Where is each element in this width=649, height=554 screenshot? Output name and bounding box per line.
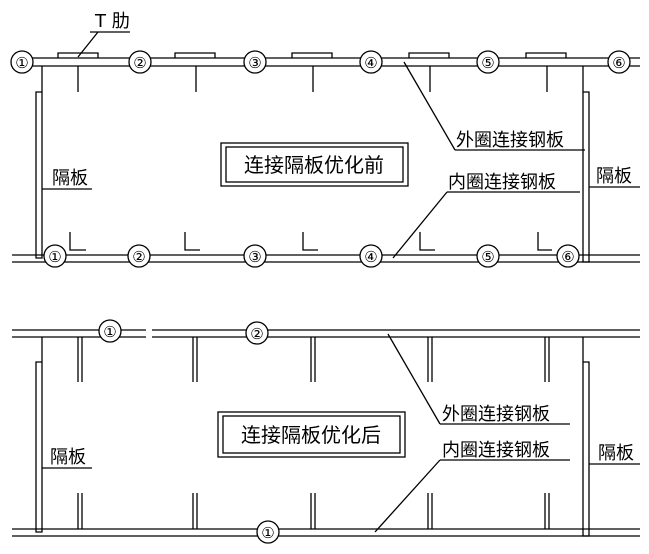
marks-top-before: ① ② ③ ④ ⑤ ⑥ [10,50,631,74]
mark-bottom-4: ④ [364,248,377,266]
t-rib-label: T 肋 [94,11,130,32]
left-diaphragm-before [35,66,43,259]
title-before: 连接隔板优化前 [244,153,384,177]
right-diaphragm-label-before: 隔板 [596,166,632,187]
outer-plate-label-after: 外圈连接钢板 [442,404,550,425]
mark-after-bottom-1: ① [261,524,274,542]
mark-bottom-3: ③ [248,248,261,266]
t-rib-group-top [57,52,567,92]
right-diaphragm-before [582,66,590,263]
mark-top-3: ③ [248,54,261,72]
mark-top-4: ④ [364,54,377,72]
inner-plate-label-before: 内圈连接钢板 [448,172,556,193]
marks-bottom-before: ① ② ③ ④ ⑤ ⑥ [43,244,580,268]
mark-bottom-2: ② [132,248,145,266]
mark-bottom-1: ① [48,248,61,266]
diagram-before: 连接隔板优化前 T 肋 外圈连接钢板 内圈连接钢板 隔板 隔板 ① ② ③ ④ … [10,11,640,268]
left-diaphragm-label-after: 隔板 [50,447,86,468]
mark-top-5: ⑤ [481,54,494,72]
title-after: 连接隔板优化后 [241,423,381,447]
mark-after-top-1: ① [103,323,116,341]
mark-after-top-2: ② [250,325,263,343]
mark-bottom-5: ⑤ [481,248,494,266]
mark-top-2: ② [133,54,146,72]
left-diaphragm-label-before: 隔板 [52,168,88,189]
l-rib-group-bottom [69,232,552,251]
inner-plate-label-after: 内圈连接钢板 [442,440,550,461]
mark-top-1: ① [15,54,28,72]
diagram-after: 连接隔板优化后 外圈连接钢板 内圈连接钢板 隔板 隔板 ① ② ① [12,319,640,544]
marks-after: ① ② ① [98,319,280,544]
mark-bottom-6: ⑥ [561,248,574,266]
ribs-bottom-after [77,493,550,529]
left-diaphragm-after [35,337,43,533]
outer-plate-label-before: 外圈连接钢板 [456,130,564,151]
ribs-top-after [77,337,550,382]
right-diaphragm-label-after: 隔板 [598,443,634,464]
mark-top-6: ⑥ [612,54,625,72]
right-diaphragm-after [582,337,590,537]
